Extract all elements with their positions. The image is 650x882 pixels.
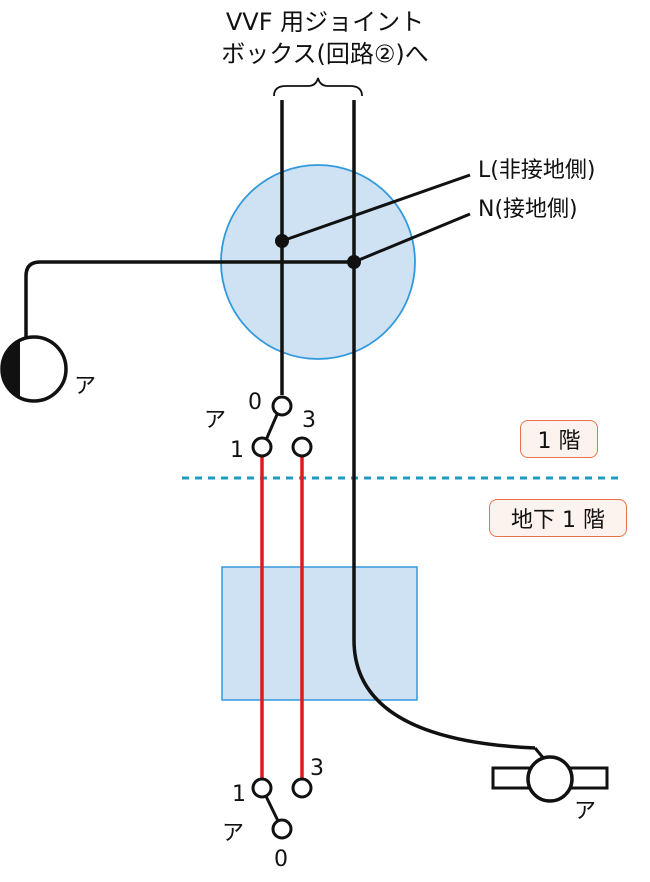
upper-switch-term3-label: 3	[302, 408, 316, 433]
ceiling-light-label: ア	[74, 374, 97, 399]
pendant-light-icon	[491, 747, 609, 803]
title-line-2: ボックス(回路②)へ	[221, 40, 429, 68]
upper-switch-common-label: 0	[248, 390, 262, 415]
neutral-label-leader	[353, 212, 471, 264]
lower-switch-common-label: 0	[274, 847, 288, 872]
ceiling-light-icon	[0, 335, 68, 403]
neutral-wire	[352, 100, 536, 750]
upper-switch-term1-label: 1	[230, 438, 244, 463]
lower-switch-term3-label: 3	[310, 756, 324, 781]
title-line-1: VVF 用ジョイント	[225, 8, 425, 36]
neutral-junction-dot	[347, 255, 361, 269]
line-wire-label: L(非接地側)	[478, 158, 596, 183]
title-brace	[273, 77, 363, 97]
destination-title: VVF 用ジョイント ボックス(回路②)へ	[150, 6, 500, 70]
lower-switch-label: ア	[222, 821, 245, 846]
neutral-wire-label: N(接地側)	[478, 197, 578, 222]
upper-three-way-switch	[251, 395, 313, 458]
pull-box-rect	[221, 566, 418, 701]
line-junction-dot	[275, 234, 289, 248]
pendant-light-label: ア	[574, 799, 597, 824]
floor-badge-b1f: 地下 1 階	[489, 499, 627, 537]
lower-three-way-switch	[251, 777, 313, 840]
floor-badge-1f: 1 階	[520, 420, 598, 458]
ceiling-light-wire	[24, 260, 354, 345]
upper-switch-label: ア	[204, 408, 227, 433]
lower-switch-term1-label: 1	[232, 782, 246, 807]
line-label-leader	[281, 173, 471, 243]
